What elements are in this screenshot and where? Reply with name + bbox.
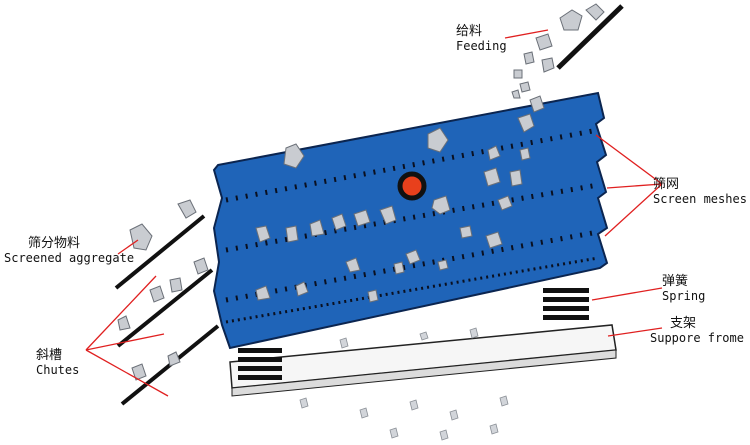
label-feeding-zh: 给料 (456, 24, 483, 39)
stones-fines (299, 327, 509, 441)
label-feeding: 给料 Feeding (456, 24, 507, 54)
label-screen-meshes-zh: 筛网 (653, 177, 680, 192)
label-chutes-zh: 斜槽 (36, 348, 63, 363)
label-support-frame: 支架 Suppore frome (650, 316, 744, 346)
label-chutes: 斜槽 Chutes (36, 348, 79, 378)
screen-box (212, 91, 609, 350)
leader-lines (85, 29, 663, 397)
spring-right (543, 288, 589, 320)
label-support-frame-en: Suppore frome (650, 331, 744, 345)
label-screen-meshes: 筛网 Screen meshes (653, 177, 747, 207)
label-spring: 弹簧 Spring (662, 274, 705, 304)
label-spring-en: Spring (662, 289, 706, 303)
label-screened-aggregate-zh: 筛分物料 (28, 236, 81, 251)
label-screened-aggregate-en: Screened aggregate (4, 251, 135, 265)
stones-on-screen (255, 113, 535, 303)
label-screened-aggregate: 筛分物料 Screened aggregate (4, 236, 134, 266)
label-chutes-en: Chutes (36, 363, 80, 377)
label-screen-meshes-en: Screen meshes (653, 192, 747, 206)
label-support-frame-zh: 支架 (670, 316, 697, 331)
stones-aggregate (117, 199, 209, 381)
spring-left (238, 348, 282, 380)
vibrator-eccentric (397, 171, 427, 201)
label-feeding-en: Feeding (456, 39, 507, 53)
feed-chute (556, 4, 624, 70)
stones-feeding (511, 3, 605, 113)
support-frame (229, 324, 617, 397)
label-spring-zh: 弹簧 (662, 274, 689, 289)
